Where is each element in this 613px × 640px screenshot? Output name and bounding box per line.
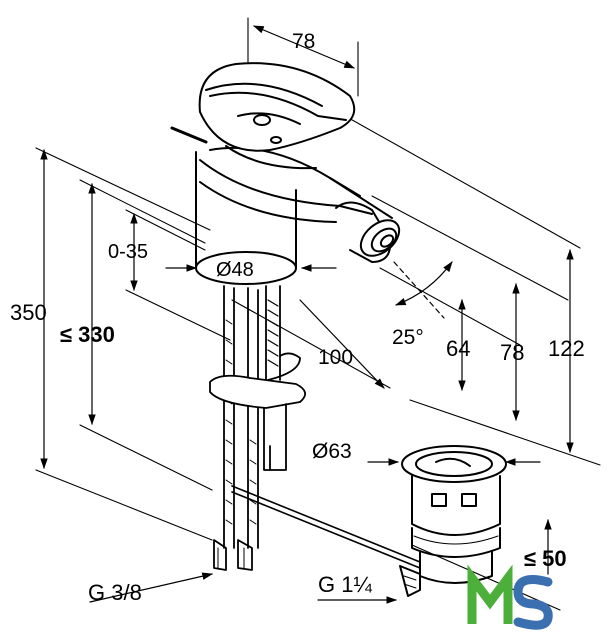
dim-350: 350 <box>10 300 47 325</box>
supply-hoses <box>209 285 306 571</box>
dim-25-degrees: 25° <box>392 326 424 349</box>
dim-64: 64 <box>446 336 470 361</box>
dim-diameter-48: Ø48 <box>216 259 254 281</box>
dim-122: 122 <box>548 336 585 361</box>
dim-78-top: 78 <box>292 30 315 53</box>
mixer-body <box>170 62 393 285</box>
dim-max-330: ≤ 330 <box>60 322 115 347</box>
ms-logo <box>467 564 553 630</box>
pop-up-rod <box>231 485 421 569</box>
dim-78-right: 78 <box>500 340 524 365</box>
dimension-lines <box>40 25 574 604</box>
logo-letter-s <box>513 575 553 630</box>
pop-up-waste <box>399 445 507 597</box>
logo-letter-m <box>467 564 513 624</box>
thread-g-3-8: G 3/8 <box>88 580 142 605</box>
dimension-labels: 78 0-35 Ø48 350 ≤ 330 100 25° 64 78 122 … <box>10 30 585 605</box>
spray-nozzle <box>335 201 401 263</box>
dim-100: 100 <box>318 346 353 369</box>
dim-max-50: ≤ 50 <box>524 546 567 571</box>
dim-0-35: 0-35 <box>108 241 148 263</box>
dim-diameter-63: Ø63 <box>312 440 352 463</box>
thread-g-1-1-4: G 1¼ <box>318 572 372 597</box>
